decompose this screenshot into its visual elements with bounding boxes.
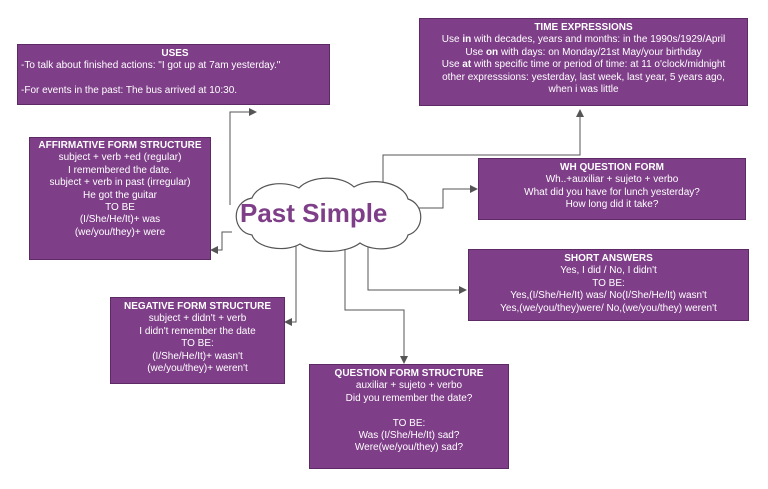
time-expression-line: Use in with decades, years and months: i… [441, 34, 726, 46]
question-form-line [310, 405, 508, 417]
affirmative-line: TO BE [105, 202, 135, 214]
affirmative-line: I remembered the date. [68, 164, 172, 176]
uses-box: USES -To talk about finished actions: "I… [17, 44, 330, 105]
connector-time-expressions [382, 109, 584, 195]
affirmative-line: subject + verb +ed (regular) [58, 152, 182, 164]
short-answers-line: Yes,(we/you/they)were/ No,(we/you/they) … [500, 302, 717, 314]
wh-question-line: Wh..+auxiliar + sujeto + verbo [545, 174, 679, 186]
short-answers-title: SHORT ANSWERS [564, 253, 653, 264]
connector-short-answers [367, 242, 467, 294]
connector-uses [229, 108, 257, 205]
short-answers-line: TO BE: [592, 277, 625, 289]
uses-line [21, 73, 329, 85]
time-expression-line: Use at with specific time or period of t… [441, 59, 726, 71]
connector-wh-question [412, 185, 478, 209]
question-form-line: auxiliar + sujeto + verbo [355, 380, 463, 392]
negative-line: (we/you/they)+ weren't [147, 363, 248, 375]
short-answers-line: Yes,(I/She/He/It) was/ No(I/She/He/It) w… [510, 290, 707, 302]
center-topic-label: Past Simple [240, 198, 388, 228]
connector-affirmative [210, 231, 232, 254]
wh-question-line: How long did it take? [565, 199, 659, 211]
question-form-title: QUESTION FORM STRUCTURE [334, 368, 484, 379]
time-expressions-box: TIME EXPRESSIONS Use in with decades, ye… [419, 18, 748, 106]
question-form-box: QUESTION FORM STRUCTURE auxiliar + sujet… [309, 364, 509, 469]
question-form-line: Did you remember the date? [345, 392, 473, 404]
cloud-shape [235, 177, 422, 252]
short-answers-line: Yes, I did / No, I didn't [560, 265, 657, 277]
affirmative-line: subject + verb in past (irregular) [49, 177, 191, 189]
time-expressions-title: TIME EXPRESSIONS [534, 22, 633, 33]
wh-question-line: What did you have for lunch yesterday? [524, 186, 700, 198]
negative-line: TO BE: [181, 338, 214, 350]
short-answers-box: SHORT ANSWERS Yes, I did / No, I didn't … [468, 249, 749, 321]
time-expression-line: Use on with days: on Monday/21st May/you… [465, 46, 702, 58]
affirmative-line: He got the guitar [83, 189, 157, 201]
question-form-line: Were(we/you/they) sad? [354, 442, 464, 454]
uses-title: USES [161, 48, 189, 59]
question-form-line: TO BE: [392, 417, 426, 429]
negative-line: I didn't remember the date [139, 325, 256, 337]
negative-line: subject + didn't + verb [148, 313, 247, 325]
negative-line: (I/She/He/It)+ wasn't [152, 350, 243, 362]
connector-question [344, 244, 408, 364]
affirmative-line: (I/She/He/It)+ was [79, 214, 161, 226]
negative-title: NEGATIVE FORM STRUCTURE [123, 301, 272, 312]
uses-line: -To talk about finished actions: "I got … [21, 60, 281, 72]
connector-negative [284, 242, 297, 326]
negative-form-box: NEGATIVE FORM STRUCTURE subject + didn't… [110, 297, 285, 384]
uses-line: -For events in the past: The bus arrived… [21, 85, 238, 97]
wh-question-form-box: WH QUESTION FORM Wh..+auxiliar + sujeto … [478, 158, 746, 220]
wh-question-title: WH QUESTION FORM [560, 162, 664, 173]
time-expression-line: other expresssions: yesterday, last week… [442, 71, 725, 83]
affirmative-form-box: AFFIRMATIVE FORM STRUCTURE subject + ver… [29, 137, 211, 260]
time-expression-line: when i was little [548, 84, 619, 96]
question-form-line: Was (I/She/He/It) sad? [358, 430, 460, 442]
affirmative-line: (we/you/they)+ were [74, 226, 166, 238]
affirmative-title: AFFIRMATIVE FORM STRUCTURE [38, 140, 202, 151]
